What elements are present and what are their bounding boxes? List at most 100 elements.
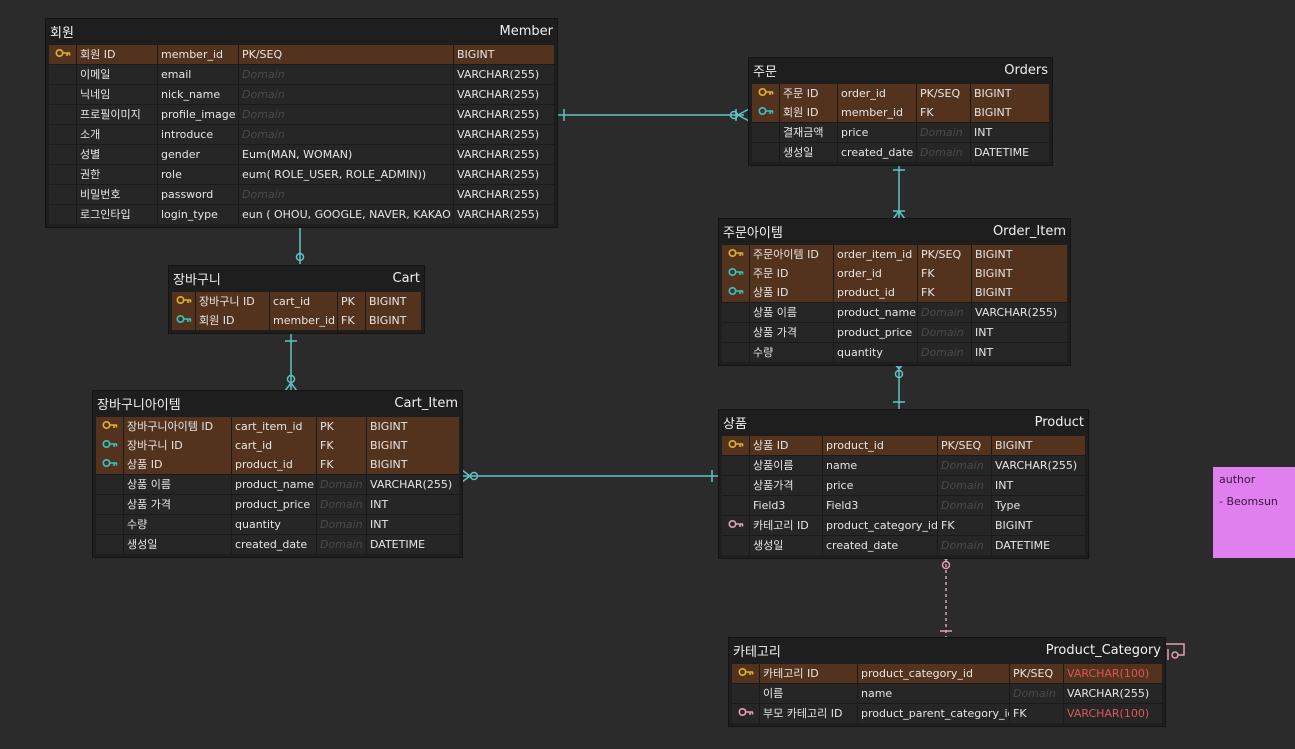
column-logical-name: 비밀번호 bbox=[77, 185, 158, 204]
relation-key-icon bbox=[722, 516, 750, 535]
entity-physical-name: Orders bbox=[1004, 62, 1048, 78]
column-physical-name: cart_id bbox=[270, 292, 338, 311]
column-type: BIGINT bbox=[370, 458, 408, 471]
column-logical-name: 상품 가격 bbox=[124, 495, 232, 514]
row-icon-empty bbox=[49, 125, 77, 144]
column-physical-name: product_price bbox=[834, 323, 918, 342]
column-physical-name: name bbox=[823, 456, 938, 475]
row-icon-empty bbox=[49, 65, 77, 84]
column-type: INT bbox=[370, 498, 389, 511]
column-physical-name: introduce bbox=[158, 125, 239, 144]
column-logical-name: 부모 카테고리 ID bbox=[760, 704, 858, 723]
column-logical-name: 결재금액 bbox=[780, 123, 838, 142]
primary-key-icon bbox=[49, 45, 77, 64]
column-logical-name: 상품가격 bbox=[750, 476, 823, 495]
entity-physical-name: Order_Item bbox=[992, 223, 1066, 239]
column-physical-name: gender bbox=[158, 145, 239, 164]
row-icon-empty bbox=[96, 535, 124, 554]
column-physical-name: quantity bbox=[834, 343, 918, 362]
primary-key-icon bbox=[172, 292, 196, 311]
column-option: FK bbox=[1010, 704, 1064, 723]
column-physical-name: login_type bbox=[158, 205, 239, 224]
row-icon-empty bbox=[49, 205, 77, 224]
column-physical-name: member_id bbox=[158, 45, 239, 64]
column-logical-name: 주문아이템 ID bbox=[750, 245, 834, 264]
column-logical-name: 이름 bbox=[760, 684, 858, 703]
column-type: DATETIME bbox=[974, 146, 1030, 159]
column-type: BIGINT bbox=[974, 87, 1012, 100]
column-logical-name: 상품 ID bbox=[750, 436, 823, 455]
column-type: BIGINT bbox=[370, 439, 408, 452]
column-logical-name: Field3 bbox=[750, 496, 823, 515]
column-option: Domain bbox=[938, 476, 992, 495]
column-physical-name: price bbox=[838, 123, 917, 142]
column-option: PK/SEQ bbox=[938, 436, 992, 455]
entity-logical-name: 주문아이템 bbox=[723, 225, 783, 241]
column-logical-name: 상품 ID bbox=[124, 455, 232, 474]
author-note[interactable]: author - Beomsun bbox=[1213, 467, 1295, 558]
column-type: INT bbox=[995, 479, 1014, 492]
column-logical-name: 장바구니 ID bbox=[124, 436, 232, 455]
foreign-key-icon bbox=[722, 264, 750, 283]
column-type: BIGINT bbox=[975, 248, 1013, 261]
column-option: Domain bbox=[918, 343, 972, 362]
column-type: INT bbox=[975, 326, 994, 339]
column-logical-name: 회원 ID bbox=[77, 45, 158, 64]
entity-physical-name: Product bbox=[1034, 414, 1084, 430]
column-physical-name: nick_name bbox=[158, 85, 239, 104]
column-option: PK/SEQ bbox=[1010, 664, 1064, 683]
column-option: Domain bbox=[239, 65, 454, 84]
column-physical-name: created_date bbox=[232, 535, 317, 554]
column-physical-name: created_date bbox=[823, 536, 938, 555]
column-logical-name: 이메일 bbox=[77, 65, 158, 84]
column-type: BIGINT bbox=[975, 267, 1013, 280]
column-physical-name: product_id bbox=[823, 436, 938, 455]
